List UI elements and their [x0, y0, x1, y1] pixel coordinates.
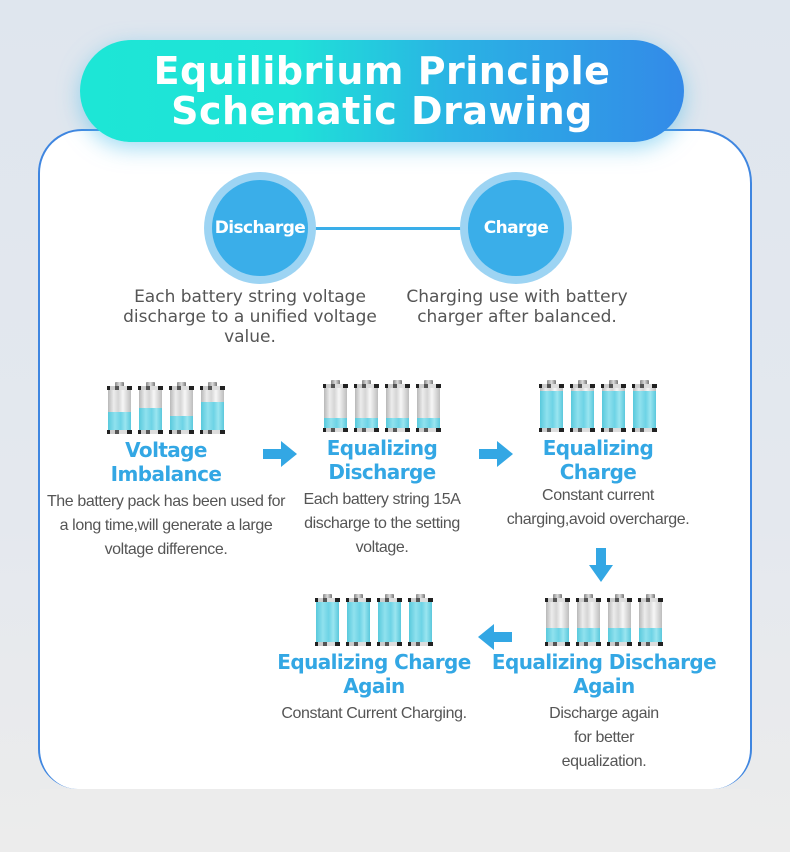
battery-icon: [632, 380, 657, 432]
stage-description: Constant current charging,avoid overchar…: [506, 487, 690, 528]
discharge-node-label: Discharge: [214, 218, 306, 238]
page-footer-background: [40, 789, 750, 852]
stage-equalizing-charge-again: Equalizing Charge Again Constant Current…: [254, 594, 494, 726]
charge-node-label: Charge: [483, 218, 549, 238]
battery-icon: [200, 382, 225, 434]
mode-connector-line: [298, 227, 473, 230]
title-banner: Equilibrium Principle Schematic Drawing: [80, 40, 684, 142]
battery-icon: [545, 594, 570, 646]
battery-group: [478, 380, 718, 432]
charge-description: Charging use with battery charger after …: [406, 287, 628, 327]
content-card: [38, 129, 752, 789]
charge-node: Charge: [468, 180, 564, 276]
stage-equalizing-discharge-again: Equalizing Discharge Again Discharge aga…: [484, 594, 724, 774]
stage-title-line: Voltage: [125, 438, 207, 462]
stage-title: Equalizing Discharge Again: [484, 650, 724, 698]
stage-voltage-imbalance: Voltage Imbalance The battery pack has b…: [46, 382, 286, 562]
discharge-description: Each battery string voltage discharge to…: [123, 287, 377, 347]
battery-icon: [323, 380, 348, 432]
stage-title-line: Discharge: [328, 460, 436, 484]
stage-title-line: Imbalance: [110, 462, 222, 486]
stage-description: Discharge again for better equalization.: [549, 705, 659, 770]
battery-icon: [416, 380, 441, 432]
battery-group: [484, 594, 724, 646]
discharge-node: Discharge: [212, 180, 308, 276]
stage-description: Each battery string 15A discharge to the…: [303, 491, 461, 556]
battery-icon: [315, 594, 340, 646]
battery-group: [46, 382, 286, 434]
arrow-down-icon: [589, 548, 613, 582]
battery-icon: [576, 594, 601, 646]
arrow-left-icon: [478, 624, 512, 650]
battery-icon: [601, 380, 626, 432]
arrow-right-icon: [263, 441, 297, 467]
stage-description: Constant Current Charging.: [281, 705, 467, 722]
battery-group: [262, 380, 502, 432]
stage-title-line: Again: [573, 674, 635, 698]
stage-title-line: Equalizing: [326, 436, 438, 460]
stage-description: The battery pack has been used for a lon…: [46, 493, 286, 558]
battery-icon: [570, 380, 595, 432]
battery-icon: [354, 380, 379, 432]
page-title-line-2: Schematic Drawing: [171, 89, 593, 133]
stage-title-line: Equalizing Discharge: [491, 650, 717, 674]
stage-equalizing-charge: Equalizing Charge Constant current charg…: [478, 380, 718, 532]
stage-title: Equalizing Charge Again: [254, 650, 494, 698]
stage-title-line: Equalizing: [542, 436, 654, 460]
battery-icon: [607, 594, 632, 646]
battery-icon: [385, 380, 410, 432]
stage-title: Equalizing Discharge: [262, 436, 502, 484]
battery-icon: [138, 382, 163, 434]
battery-icon: [346, 594, 371, 646]
battery-icon: [638, 594, 663, 646]
stage-title-line: Equalizing Charge: [277, 650, 471, 674]
battery-icon: [107, 382, 132, 434]
stage-title: Voltage Imbalance: [46, 438, 286, 486]
stage-title-line: Charge: [559, 460, 637, 484]
battery-icon: [169, 382, 194, 434]
battery-icon: [539, 380, 564, 432]
battery-icon: [377, 594, 402, 646]
page-title-line-1: Equilibrium Principle: [153, 49, 611, 93]
stage-equalizing-discharge: Equalizing Discharge Each battery string…: [262, 380, 502, 560]
battery-group: [254, 594, 494, 646]
stage-title: Equalizing Charge: [478, 436, 718, 484]
battery-icon: [408, 594, 433, 646]
arrow-right-icon: [479, 441, 513, 467]
stage-title-line: Again: [343, 674, 405, 698]
